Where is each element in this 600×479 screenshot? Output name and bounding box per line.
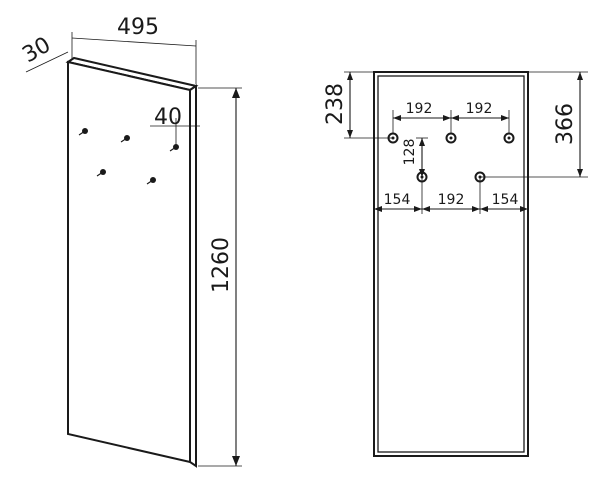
perspective-panel: [65, 56, 199, 468]
hook: [78, 128, 88, 136]
hook: [120, 135, 130, 143]
dimension-hook-offset: 40: [150, 105, 200, 146]
dimension-row-spacing: 128: [402, 137, 428, 177]
bottom-right-label: 154: [492, 192, 519, 208]
dimension-238: 238: [323, 71, 393, 139]
top-to-upper-hooks-label: 238: [323, 83, 348, 125]
hole: [445, 132, 457, 144]
perspective-hooks: [78, 128, 179, 185]
upper-spacing-right-label: 192: [466, 101, 493, 117]
dimension-height: 1260: [198, 87, 242, 467]
hook: [169, 144, 179, 152]
hole: [503, 132, 515, 144]
height-label: 1260: [209, 237, 234, 293]
width-label: 495: [117, 15, 159, 40]
dimension-depth: 30: [18, 33, 69, 73]
dimension-upper-spacing: 192 192: [392, 101, 510, 134]
upper-spacing-left-label: 192: [406, 101, 433, 117]
row-spacing-label: 128: [402, 139, 418, 166]
depth-label: 30: [18, 33, 55, 69]
dimension-width: 495: [71, 15, 197, 84]
hook-offset-label: 40: [154, 105, 182, 130]
hook: [146, 177, 156, 185]
dimension-lower-spacing: 154 192 154: [374, 177, 528, 214]
bottom-middle-label: 192: [438, 192, 465, 208]
dimension-366: 366: [480, 71, 588, 178]
hook: [96, 169, 106, 177]
bottom-left-label: 154: [384, 192, 411, 208]
top-to-lower-hooks-label: 366: [553, 103, 578, 145]
